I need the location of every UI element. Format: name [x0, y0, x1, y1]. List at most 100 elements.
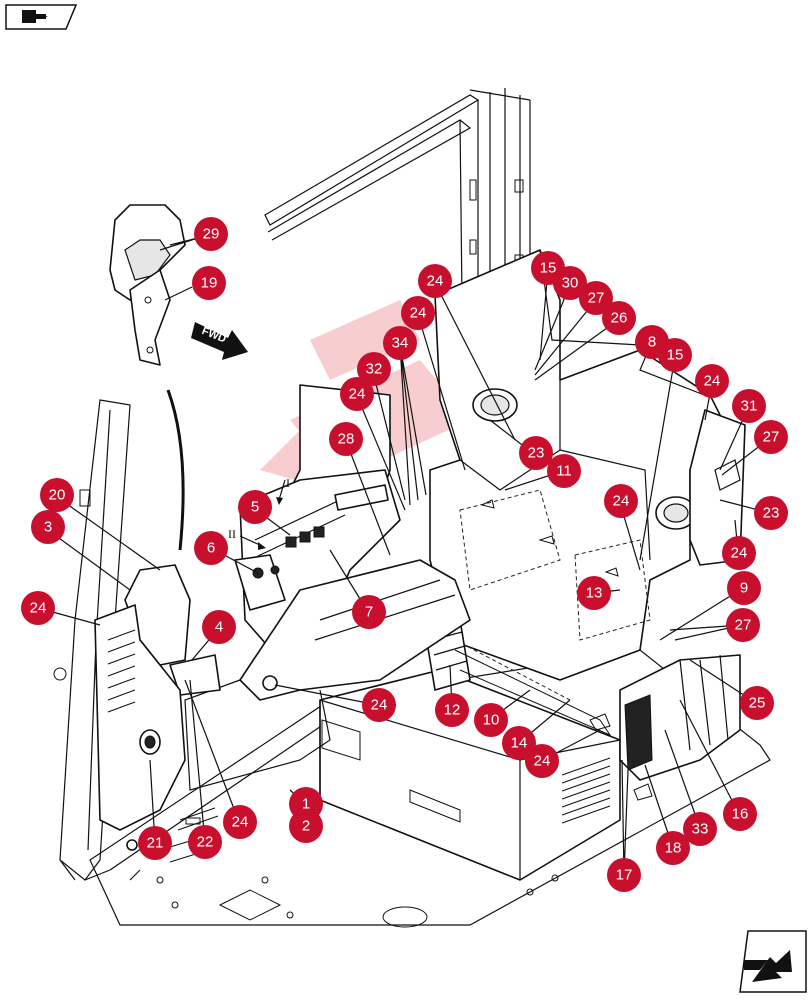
callout-13[interactable]: 13: [577, 576, 611, 610]
callout-6[interactable]: 6: [194, 531, 228, 565]
svg-text:2: 2: [302, 818, 310, 835]
page-back-arrow-icon: [22, 10, 48, 23]
svg-text:11: 11: [556, 463, 572, 480]
left-console: [184, 384, 471, 791]
svg-text:3: 3: [44, 519, 52, 536]
svg-text:28: 28: [338, 431, 355, 448]
callout-23[interactable]: 23: [754, 496, 788, 530]
callout-27[interactable]: 27: [579, 281, 613, 315]
svg-text:15: 15: [667, 347, 684, 364]
svg-text:31: 31: [741, 398, 758, 415]
callout-18[interactable]: 18: [656, 831, 690, 865]
callout-24[interactable]: 24: [362, 688, 396, 722]
callout-31[interactable]: 31: [732, 389, 766, 423]
detail-pointer-curve: [166, 389, 185, 551]
svg-text:24: 24: [232, 814, 249, 831]
callout-24[interactable]: 24: [21, 591, 55, 625]
svg-text:21: 21: [147, 835, 164, 852]
svg-text:23: 23: [763, 505, 780, 522]
svg-text:24: 24: [704, 373, 721, 390]
next-page-button[interactable]: [739, 930, 807, 993]
fwd-arrow-icon: FWD: [191, 322, 248, 360]
callout-30[interactable]: 30: [553, 266, 587, 300]
callout-22[interactable]: 22: [188, 825, 222, 859]
svg-text:34: 34: [392, 335, 409, 352]
svg-text:1: 1: [302, 796, 310, 813]
svg-text:24: 24: [534, 753, 551, 770]
callout-24[interactable]: 24: [695, 364, 729, 398]
callout-24[interactable]: 24: [340, 377, 374, 411]
callout-markers: 29 19 24 15 30 27 26 8 24 34 32 24 28 15…: [21, 217, 788, 892]
callout-21[interactable]: 21: [138, 826, 172, 860]
callout-20[interactable]: 20: [40, 478, 74, 512]
svg-text:24: 24: [410, 305, 427, 322]
callout-27[interactable]: 27: [754, 420, 788, 454]
svg-text:29: 29: [203, 226, 220, 243]
callout-4[interactable]: 4: [202, 610, 236, 644]
callout-24[interactable]: 24: [418, 264, 452, 298]
callout-9[interactable]: 9: [727, 571, 761, 605]
svg-text:32: 32: [366, 361, 383, 378]
callout-34[interactable]: 34: [383, 326, 417, 360]
view-label-1: I: [286, 476, 290, 490]
callout-17[interactable]: 17: [607, 858, 641, 892]
callout-15[interactable]: 15: [658, 338, 692, 372]
prev-page-button[interactable]: [5, 4, 78, 30]
callout-24[interactable]: 24: [223, 805, 257, 839]
svg-text:4: 4: [215, 619, 223, 636]
callout-24[interactable]: 24: [604, 484, 638, 518]
svg-text:20: 20: [49, 487, 66, 504]
svg-text:19: 19: [201, 275, 218, 292]
callout-2[interactable]: 2: [289, 809, 323, 843]
callout-19[interactable]: 19: [192, 266, 226, 300]
callout-3[interactable]: 3: [31, 510, 65, 544]
svg-text:24: 24: [427, 273, 444, 290]
callout-14[interactable]: 14: [502, 726, 536, 760]
svg-text:8: 8: [648, 334, 656, 351]
callout-12[interactable]: 12: [435, 693, 469, 727]
svg-text:24: 24: [371, 697, 388, 714]
callout-26[interactable]: 26: [602, 301, 636, 335]
svg-text:14: 14: [511, 735, 528, 752]
callout-27[interactable]: 27: [726, 608, 760, 642]
right-side-trim: [689, 409, 746, 566]
svg-text:24: 24: [349, 386, 366, 403]
callout-10[interactable]: 10: [474, 703, 508, 737]
callout-11[interactable]: 11: [547, 454, 581, 488]
svg-text:27: 27: [763, 429, 780, 446]
svg-text:27: 27: [735, 617, 752, 634]
svg-text:10: 10: [483, 712, 500, 729]
svg-text:22: 22: [197, 834, 214, 851]
svg-text:17: 17: [616, 867, 633, 884]
svg-text:33: 33: [692, 821, 709, 838]
callout-28[interactable]: 28: [329, 422, 363, 456]
callout-32[interactable]: 32: [357, 352, 391, 386]
view-marker-1: I: [276, 476, 290, 505]
callout-25[interactable]: 25: [740, 686, 774, 720]
svg-text:5: 5: [251, 499, 259, 516]
svg-text:6: 6: [207, 540, 215, 557]
callout-23[interactable]: 23: [519, 436, 553, 470]
svg-text:7: 7: [365, 604, 373, 621]
svg-text:9: 9: [740, 580, 748, 597]
svg-text:18: 18: [665, 840, 682, 857]
callout-33[interactable]: 33: [683, 812, 717, 846]
callout-16[interactable]: 16: [723, 797, 757, 831]
svg-text:24: 24: [731, 545, 748, 562]
svg-text:13: 13: [586, 585, 603, 602]
svg-text:30: 30: [562, 275, 579, 292]
svg-text:24: 24: [30, 600, 47, 617]
svg-text:27: 27: [588, 290, 605, 307]
callout-29[interactable]: 29: [194, 217, 228, 251]
callout-24[interactable]: 24: [525, 744, 559, 778]
leader-lines: [37, 237, 771, 876]
armrest-assembly: [94, 564, 221, 851]
callout-24[interactable]: 24: [722, 536, 756, 570]
svg-text:25: 25: [749, 695, 766, 712]
svg-text:12: 12: [444, 702, 461, 719]
callout-7[interactable]: 7: [352, 595, 386, 629]
callout-5[interactable]: 5: [238, 490, 272, 524]
callout-24[interactable]: 24: [401, 296, 435, 330]
seat-bracket-detail: [109, 204, 186, 366]
